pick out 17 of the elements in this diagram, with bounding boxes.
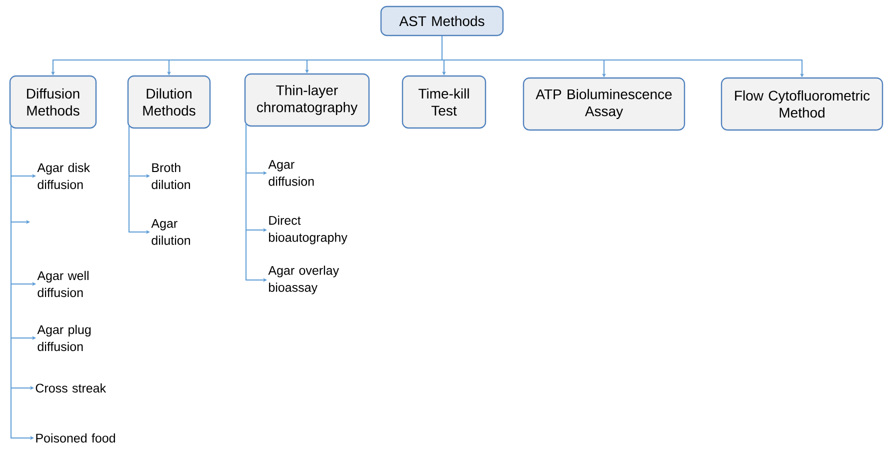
method-label: Broth dilution: [152, 162, 190, 190]
method-box: Diffusion Methods: [9, 75, 97, 129]
method-box: ATP Bioluminescence Assay: [522, 77, 686, 131]
method-label: Agar disk diffusion: [37, 162, 90, 190]
method-box: AST Methods: [380, 6, 504, 36]
method-label: Direct bioautography: [269, 216, 348, 244]
method-label: Poisoned food: [36, 433, 115, 443]
method-label: Agar dilution: [151, 219, 190, 245]
method-label: Agar overlay bioassay: [268, 266, 340, 294]
method-label: Agar diffusion: [268, 160, 314, 186]
method-box: Dilution Methods: [127, 75, 211, 129]
method-label: Cross streak: [36, 383, 106, 393]
method-label: Agar well diffusion: [37, 270, 88, 298]
method-box: Thin-layer chromatography: [244, 73, 370, 127]
method-box: Flow Cytofluorometric Method: [720, 77, 884, 131]
method-label: Agar plug diffusion: [37, 324, 91, 352]
method-box: Time-kill Test: [402, 75, 486, 129]
